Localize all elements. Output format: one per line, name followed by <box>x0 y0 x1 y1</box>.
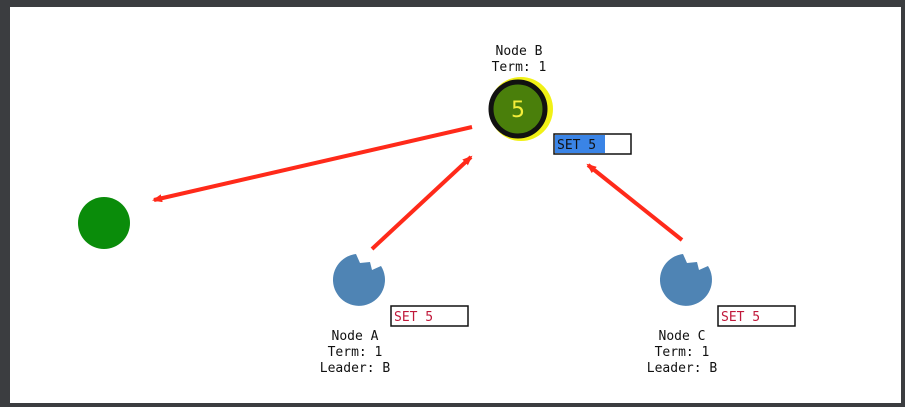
node-a-name: Node A <box>332 329 379 344</box>
node-c-name: Node C <box>659 329 706 344</box>
node-a-log-entry: SET 5 <box>390 305 469 327</box>
node-b[interactable]: Node B Term: 1 5 <box>488 44 553 141</box>
message-arrow-a-to-b <box>370 155 473 251</box>
node-a-term: Term: 1 <box>328 345 383 360</box>
follower-node-icon <box>332 254 385 306</box>
node-c-log-label: SET 5 <box>721 310 760 325</box>
leader-node-icon <box>488 79 548 139</box>
message-arrow-c-to-b <box>586 163 684 242</box>
node-c-leader: Leader: B <box>647 361 718 376</box>
node-b-log-label: SET 5 <box>557 138 596 153</box>
cluster-diagram: Node B Term: 1 5 SET 5 SET 5 Node A <box>78 44 796 376</box>
client-node-icon[interactable] <box>78 197 130 249</box>
node-b-name: Node B <box>496 44 543 59</box>
node-c-log-entry: SET 5 <box>717 305 796 327</box>
node-b-value: 5 <box>511 98 525 123</box>
node-c[interactable]: SET 5 Node C Term: 1 Leader: B <box>647 254 796 376</box>
node-a-log-label: SET 5 <box>394 310 433 325</box>
follower-node-icon <box>659 254 712 306</box>
node-b-term: Term: 1 <box>492 60 547 75</box>
message-arrow-b-to-client <box>152 125 473 203</box>
simulation-canvas: Node B Term: 1 5 SET 5 SET 5 Node A <box>10 7 901 403</box>
node-a[interactable]: SET 5 Node A Term: 1 Leader: B <box>320 254 469 376</box>
node-a-leader: Leader: B <box>320 361 391 376</box>
node-b-log-entry: SET 5 <box>553 133 632 155</box>
node-c-term: Term: 1 <box>655 345 710 360</box>
